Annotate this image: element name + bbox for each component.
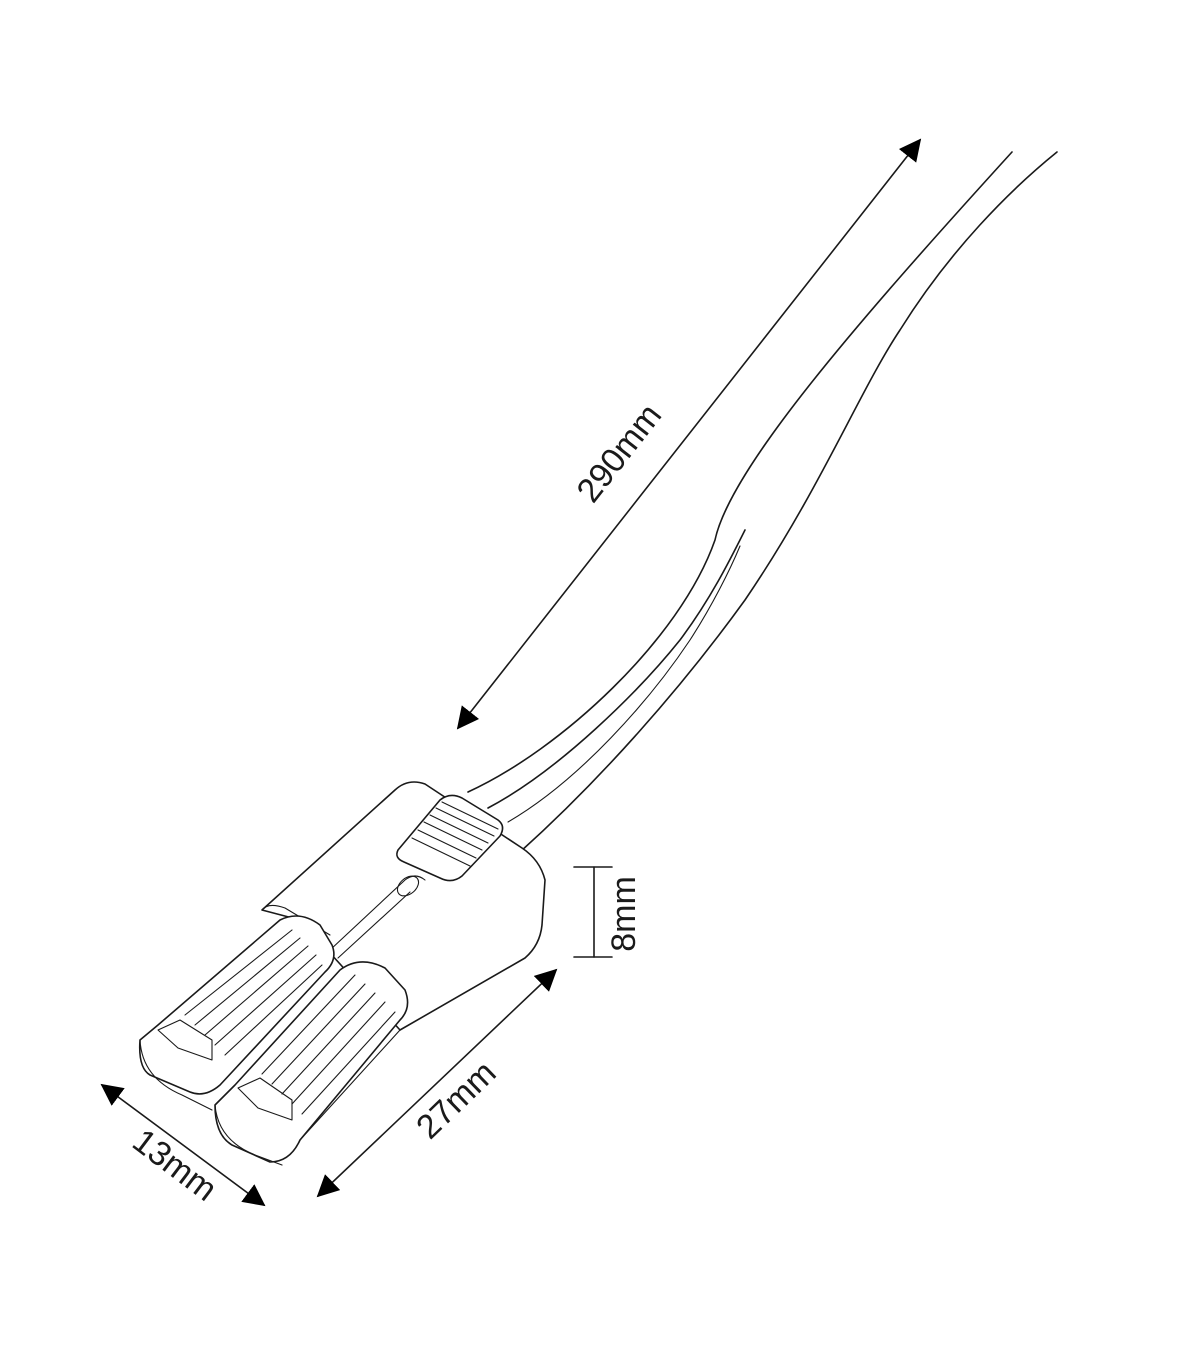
wire-upper	[467, 151, 1013, 793]
latch-left-ribs	[184, 929, 323, 1056]
width-arrow	[100, 1083, 266, 1207]
cable-slot-end	[396, 875, 420, 897]
housing-top-edge	[261, 904, 331, 936]
latch-left-tab	[157, 1019, 213, 1061]
connector-housing	[138, 781, 546, 1166]
wire-inner-2	[507, 545, 741, 823]
cable-grip	[396, 794, 504, 882]
height-label: 8mm	[605, 876, 643, 952]
grip-ribs	[411, 801, 499, 867]
cable-wires	[467, 151, 1058, 853]
cable-length-arrow	[456, 138, 922, 730]
wire-inner	[487, 529, 746, 809]
cable-length-label: 290mm	[569, 397, 669, 510]
length-label: 27mm	[409, 1054, 503, 1147]
dimension-cable-length: 290mm	[456, 138, 922, 730]
dimension-height: 8mm	[573, 866, 643, 958]
cable-slot-2	[337, 891, 411, 959]
length-arrow	[316, 968, 558, 1198]
